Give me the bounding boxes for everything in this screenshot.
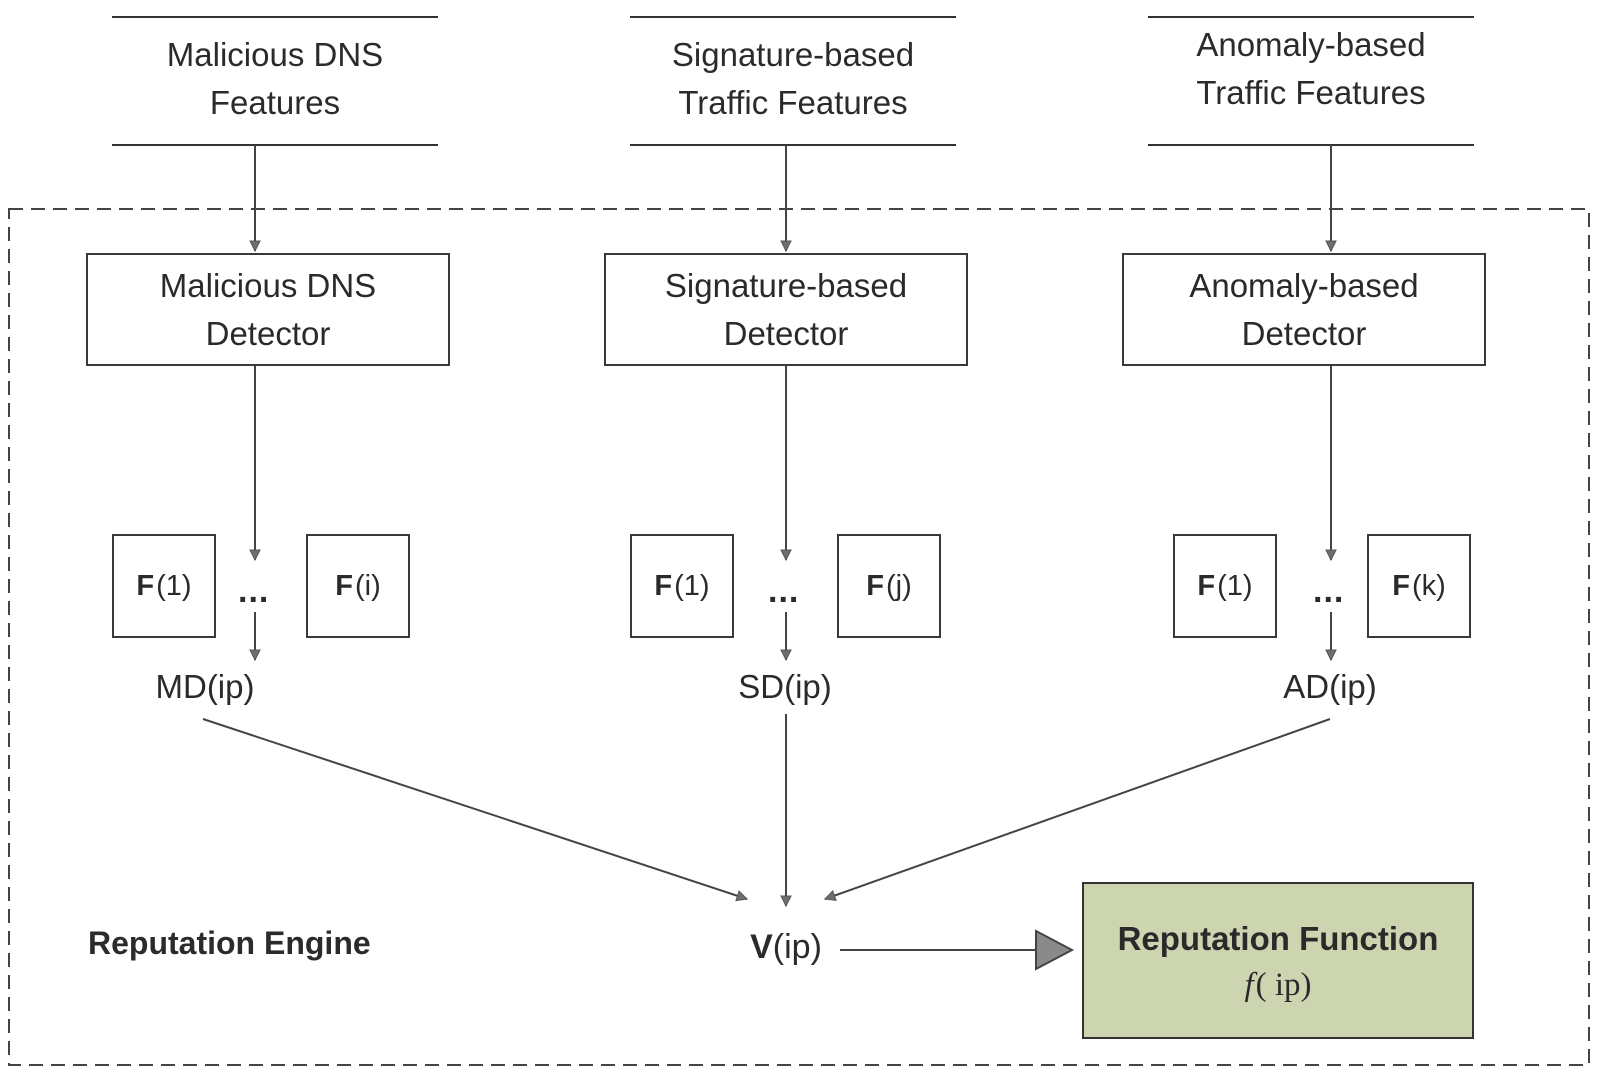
detector-line2: Detector — [1241, 314, 1367, 352]
detector-line2: Detector — [205, 314, 331, 352]
feature-symbol: F — [654, 569, 673, 602]
output-ad: AD(ip) — [1283, 668, 1377, 705]
detector-anomaly-based: Anomaly-based Detector — [1122, 253, 1486, 366]
engine-boundary — [8, 208, 1590, 1066]
feature-box-last: F(j) — [837, 534, 941, 638]
feature-symbol: F — [136, 569, 155, 602]
arrow-vote-to-reputation-head — [1035, 929, 1075, 971]
feature-ellipsis: ... — [238, 572, 270, 610]
vote-label: V(ip) — [726, 928, 846, 967]
engine-label: Reputation Engine — [88, 925, 371, 961]
detector-line1: Signature-based — [664, 266, 908, 304]
source-malicious-dns: Malicious DNS Features — [112, 31, 438, 127]
feature-index: (k) — [1411, 569, 1446, 602]
reputation-fn-symbol: f — [1244, 966, 1254, 1003]
source-signature-traffic: Signature-based Traffic Features — [630, 31, 956, 127]
feature-index: (i) — [354, 569, 381, 602]
feature-box-first: F(1) — [1173, 534, 1277, 638]
feature-ellipsis: ... — [768, 572, 800, 610]
feature-box-last: F(i) — [306, 534, 410, 638]
arrow-ad-to-vote — [825, 718, 1331, 899]
detector-line1: Anomaly-based — [1189, 266, 1419, 304]
feature-box-first: F(1) — [112, 534, 216, 638]
output-md: MD(ip) — [155, 668, 255, 705]
detector-signature-based: Signature-based Detector — [604, 253, 968, 366]
feature-symbol: F — [866, 569, 884, 602]
detector-line1: Malicious DNS — [159, 266, 377, 304]
source-line1: Malicious DNS — [166, 36, 384, 73]
feature-box-first: F(1) — [630, 534, 734, 638]
feature-index: (j) — [885, 569, 912, 602]
reputation-fn-arg: ( ip) — [1255, 966, 1312, 1003]
feature-index: (1) — [674, 569, 710, 602]
source-line1: Anomaly-based — [1196, 26, 1426, 63]
feature-index: (1) — [1217, 569, 1253, 602]
source-line2: Traffic Features — [678, 84, 908, 121]
feature-index: (1) — [156, 569, 192, 602]
feature-symbol: F — [335, 569, 353, 602]
source-anomaly-traffic: Anomaly-based Traffic Features — [1148, 21, 1474, 117]
reputation-title: Reputation Function — [1117, 919, 1439, 957]
source-line2: Traffic Features — [1196, 74, 1426, 111]
arrow-md-to-vote — [202, 718, 747, 899]
feature-symbol: F — [1392, 569, 1410, 602]
source-line2: Features — [209, 84, 341, 121]
detector-line2: Detector — [723, 314, 849, 352]
vote-symbol: V — [750, 928, 773, 966]
feature-ellipsis: ... — [1313, 572, 1345, 610]
reputation-function-box: Reputation Function f( ip) — [1082, 882, 1474, 1039]
source-line1: Signature-based — [671, 36, 915, 73]
vote-arg: (ip) — [772, 928, 822, 966]
detector-malicious-dns: Malicious DNS Detector — [86, 253, 450, 366]
feature-box-last: F(k) — [1367, 534, 1471, 638]
reputation-formula: f( ip) — [1244, 963, 1311, 1007]
feature-symbol: F — [1197, 569, 1216, 602]
output-sd: SD(ip) — [738, 668, 832, 705]
